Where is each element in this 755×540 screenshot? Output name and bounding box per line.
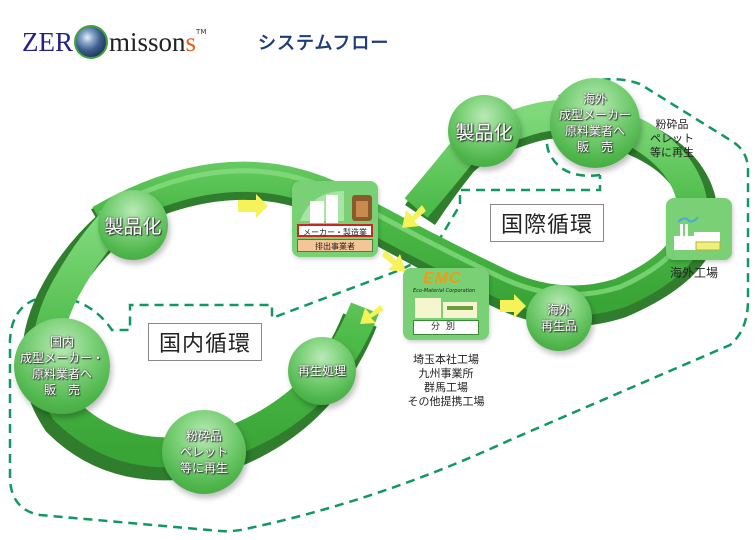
domestic-sale-line: 成型メーカー・ — [19, 351, 104, 365]
domestic-recycle-line: 等に再生 — [179, 461, 228, 475]
overseas-factory-card — [666, 198, 732, 260]
buildings-icon — [300, 191, 372, 223]
maker-sublabel: 排出事業者 — [297, 239, 373, 252]
logo-text-zer: ZER — [22, 26, 73, 57]
node-domestic-recycle: 粉砕品 ペレット 等に再生 — [162, 410, 246, 494]
emc-site: その他提携工場 — [407, 395, 485, 408]
emc-sites: 埼玉本社工場 九州事業所 群馬工場 その他提携工場 — [396, 353, 496, 409]
page-title: システムフロー — [258, 33, 390, 54]
arrow-to-maker — [238, 194, 268, 218]
arrow-to-overseas-recycled — [500, 294, 526, 318]
arrow-to-processing — [360, 305, 384, 324]
emc-card: EMC Eco-Material Corporation 分別 — [403, 268, 489, 340]
arrow-to-emc — [382, 250, 406, 272]
belt-lower — [32, 215, 379, 468]
domestic-sale-line: 原料業者へ — [31, 367, 92, 381]
domestic-recycle-line: 粉砕品 — [185, 429, 222, 443]
overseas-sale-line: 海外 — [582, 92, 607, 106]
overseas-recycled-line: 海外 — [546, 303, 571, 317]
overseas-note-line: ペレット — [650, 132, 694, 145]
domestic-sale-line: 販 売 — [43, 383, 80, 397]
domestic-sale-line: 国内 — [49, 335, 74, 349]
domestic-loop-label: 国内循環 — [148, 323, 263, 361]
node-product-top: 製品化 — [448, 95, 520, 167]
emc-company-name: Eco-Material Corporation — [413, 288, 476, 294]
node-processing-text: 再生処理 — [297, 364, 346, 378]
emc-factory-icon — [415, 298, 477, 318]
overseas-sale-line: 原料業者へ — [564, 124, 625, 138]
logo-text-s: s — [185, 26, 197, 57]
emc-logo: EMC — [423, 270, 462, 287]
globe-icon — [74, 25, 108, 59]
overseas-recycled-line: 再生品 — [540, 319, 577, 333]
overseas-sale-line: 成型メーカー — [558, 108, 631, 122]
emc-site: 九州事業所 — [418, 367, 474, 380]
logo-text-missons: misson — [109, 26, 186, 57]
domestic-recycle-line: ペレット — [179, 445, 228, 459]
node-product-left: 製品化 — [98, 190, 168, 260]
maker-card: メーカー・製造業 排出事業者 — [292, 181, 378, 257]
maker-label: メーカー・製造業 — [297, 224, 373, 237]
overseas-factory-label: 海外工場 — [670, 266, 719, 280]
node-product-top-text: 製品化 — [455, 121, 513, 144]
node-overseas-recycled: 海外 再生品 — [526, 285, 592, 351]
node-product-left-text: 製品化 — [104, 215, 162, 238]
zero-emissions-logo: ZER misson s TM — [22, 22, 206, 62]
arrow-from-product-top — [402, 205, 426, 228]
node-processing: 再生処理 — [288, 337, 356, 405]
overseas-note-line: 等に再生 — [650, 146, 694, 159]
international-loop-label: 国際循環 — [490, 204, 605, 242]
overseas-sale-line: 販 売 — [576, 140, 613, 154]
node-domestic-sale: 国内 成型メーカー・ 原料業者へ 販 売 — [14, 318, 110, 414]
overseas-note-line: 粉砕品 — [655, 118, 689, 131]
emc-site: 群馬工場 — [424, 381, 468, 394]
international-boundary-dashed — [8, 77, 750, 533]
node-overseas-sale: 海外 成型メーカー 原料業者へ 販 売 — [550, 78, 640, 168]
sort-label: 分別 — [413, 320, 479, 335]
emc-site: 埼玉本社工場 — [413, 353, 479, 366]
logo-trademark: TM — [196, 28, 207, 36]
factory-icon — [674, 216, 721, 251]
overseas-recycle-note: 粉砕品 ペレット 等に再生 — [650, 118, 694, 160]
